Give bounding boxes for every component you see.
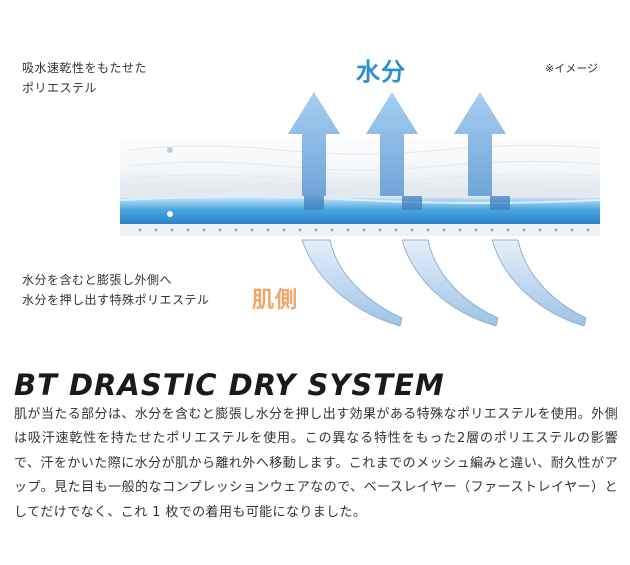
system-title: BT DRASTIC DRY SYSTEM bbox=[14, 368, 445, 402]
description-text: 肌が当たる部分は、水分を含むと膨張し水分を押し出す効果がある特殊なポリエステルを… bbox=[14, 407, 618, 520]
moisture-label: 水分 bbox=[356, 58, 406, 86]
inner-layer-label-line: 水分を押し出す特殊ポリエステル bbox=[22, 293, 210, 307]
outer-fabric-layer bbox=[120, 122, 601, 200]
moisture-up-arrow bbox=[366, 92, 422, 210]
image-note: ※イメージ bbox=[545, 62, 598, 75]
inner-layer-marker bbox=[167, 211, 173, 217]
inner-layer-label: 水分を含むと膨張し外側へ 水分を押し出す特殊ポリエステル bbox=[22, 270, 210, 310]
outer-layer-label-line: ポリエステル bbox=[22, 81, 98, 95]
sweat-curve bbox=[491, 239, 587, 327]
inner-fabric-layer bbox=[119, 196, 601, 236]
moisture-up-arrow bbox=[288, 92, 340, 210]
fabric-diagram: 吸水速乾性をもたせた ポリエステル 水分を含むと膨張し外側へ 水分を押し出す特殊… bbox=[22, 58, 601, 327]
moisture-up-arrow bbox=[454, 92, 510, 210]
fabric-layers-illustration bbox=[119, 92, 601, 327]
sweat-curve bbox=[401, 239, 499, 327]
sweat-curve bbox=[301, 239, 403, 327]
outer-layer-label-line: 吸水速乾性をもたせた bbox=[22, 61, 148, 75]
skin-side-label: 肌側 bbox=[252, 288, 299, 313]
outer-layer-marker bbox=[167, 147, 173, 153]
inner-layer-label-line: 水分を含むと膨張し外側へ bbox=[22, 273, 173, 287]
outer-layer-label: 吸水速乾性をもたせた ポリエステル bbox=[22, 58, 147, 98]
